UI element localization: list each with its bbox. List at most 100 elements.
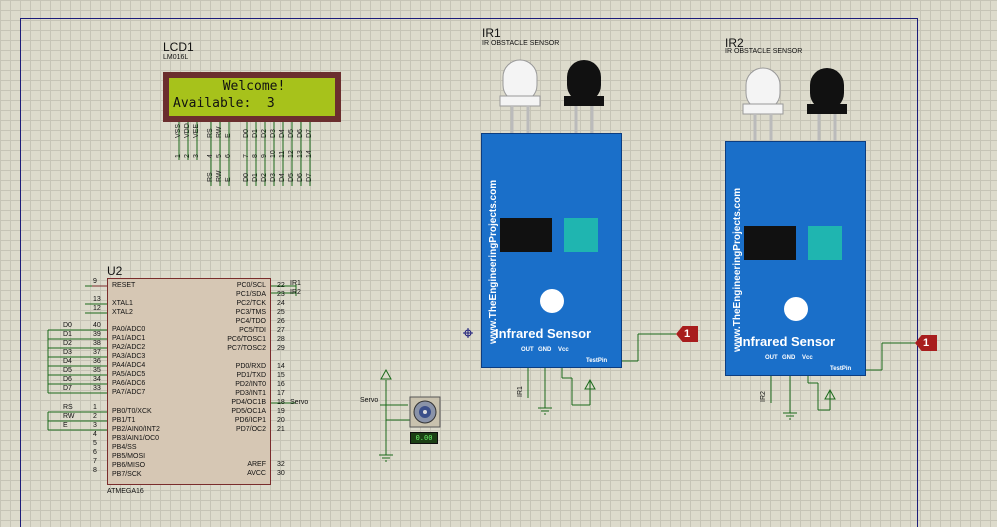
lcd-pin-number: 4 (207, 154, 214, 158)
mcu-pin-name: AREF (247, 461, 266, 468)
mcu-pin-name: PA3/ADC3 (112, 353, 146, 360)
ir2-type: IR OBSTACLE SENSOR (725, 48, 803, 55)
lcd-pin-label: D3 (270, 129, 277, 138)
mcu-net-label: RW (63, 413, 75, 420)
lcd-net-label: D1 (252, 173, 259, 182)
mcu-net-label: IR2 (290, 289, 301, 296)
mcu-pin-name: PC5/TDI (239, 327, 266, 334)
lcd-net-label: RS (207, 172, 214, 182)
mcu-pin-name: XTAL1 (112, 300, 133, 307)
mcu-pin-number: 23 (277, 291, 285, 298)
ir1-pin-gnd: GND (538, 347, 552, 353)
lcd-display[interactable]: Welcome! Available: 3 (163, 72, 341, 122)
mcu-pin-number: 28 (277, 336, 285, 343)
lcd-pin-label: VDD (184, 123, 191, 138)
mcu-pin-name: PC7/TOSC2 (227, 345, 266, 352)
lcd-pin-number: 2 (184, 154, 191, 158)
ir1-pin-vcc: Vcc (558, 347, 569, 353)
ir2-ic (744, 226, 796, 260)
mcu-pin-name: PB0/T0/XCK (112, 408, 152, 415)
mcu-net-label: D0 (63, 322, 72, 329)
mcu-pin-number: 39 (93, 331, 101, 338)
mcu-pin-number: 7 (93, 458, 97, 465)
mcu-pin-name: PD7/OC2 (236, 426, 266, 433)
ir2-website: www.TheEngineeringProjects.com (732, 187, 743, 352)
mcu-pin-name: PA5/ADC5 (112, 371, 146, 378)
atmega16-chip[interactable] (107, 278, 271, 485)
mcu-pin-number: 33 (93, 385, 101, 392)
sheet-border (20, 18, 918, 527)
mcu-net-label: D3 (63, 349, 72, 356)
mcu-pin-number: 21 (277, 426, 285, 433)
lcd-pin-number: 10 (270, 150, 277, 158)
lcd-pin-label: E (225, 133, 232, 138)
mcu-pin-number: 12 (93, 305, 101, 312)
lcd-pin-label: RW (216, 126, 223, 138)
mcu-pin-name: XTAL2 (112, 309, 133, 316)
lcd-pin-number: 3 (193, 154, 200, 158)
lcd-net-label: D3 (270, 173, 277, 182)
ir2-net: IR2 (759, 391, 767, 402)
lcd-net-label: D0 (243, 173, 250, 182)
ir1-testpin-probe[interactable]: 1 (676, 326, 698, 342)
servo-label: Servo (360, 397, 379, 404)
ir1-led (540, 289, 564, 313)
mcu-pin-name: PA6/ADC6 (112, 380, 146, 387)
mcu-pin-name: PC3/TMS (235, 309, 266, 316)
ir1-website: www.TheEngineeringProjects.com (488, 179, 499, 344)
ir1-board[interactable]: www.TheEngineeringProjects.com Infrared … (481, 133, 622, 368)
mcu-pin-name: PC1/SDA (236, 291, 266, 298)
mcu-net-label: RS (63, 404, 73, 411)
mcu-pin-name: PD4/OC1B (231, 399, 266, 406)
mcu-pin-name: PC4/TDO (235, 318, 266, 325)
lcd-pin-label: D6 (297, 129, 304, 138)
mcu-part: ATMEGA16 (107, 488, 144, 495)
mcu-pin-number: 19 (277, 408, 285, 415)
lcd-pin-label: D4 (279, 129, 286, 138)
lcd-pin-label: D0 (243, 129, 250, 138)
mcu-pin-number: 3 (93, 422, 97, 429)
mcu-net-label: E (63, 422, 68, 429)
mcu-pin-name: AVCC (247, 470, 266, 477)
ir2-ref: IR2 (725, 36, 744, 50)
ir2-potentiometer (808, 226, 842, 260)
mcu-ref: U2 (107, 264, 123, 278)
mcu-pin-number: 4 (93, 431, 97, 438)
mcu-pin-name: PA4/ADC4 (112, 362, 146, 369)
mcu-pin-number: 9 (93, 278, 97, 285)
ir2-title: Infrared Sensor (739, 334, 836, 349)
mcu-net-label: D7 (63, 385, 72, 392)
mcu-pin-name: PA2/ADC2 (112, 344, 146, 351)
mcu-pin-name: PD1/TXD (236, 372, 266, 379)
ir2-testpin: TestPin (830, 366, 852, 372)
mcu-pin-number: 30 (277, 470, 285, 477)
lcd-pin-label: VEE (193, 123, 200, 138)
ir1-ref: IR1 (482, 26, 501, 40)
lcd-ref: LCD1 (163, 40, 194, 54)
lcd-pin-number: 13 (297, 150, 304, 158)
lcd-pin-number: 12 (288, 150, 295, 158)
mcu-net-label: Servo (290, 399, 309, 406)
mcu-pin-number: 40 (93, 322, 101, 329)
mcu-pin-number: 32 (277, 461, 285, 468)
lcd-net-label: E (225, 177, 232, 182)
lcd-pin-label: VSS (175, 123, 182, 138)
mcu-pin-number: 15 (277, 372, 285, 379)
mcu-pin-name: PB7/SCK (112, 471, 142, 478)
ir1-title: Infrared Sensor (495, 326, 592, 341)
ir1-ic (500, 218, 552, 252)
mcu-pin-number: 27 (277, 327, 285, 334)
lcd-pin-label: D2 (261, 129, 268, 138)
mcu-pin-number: 38 (93, 340, 101, 347)
servo-readout: 0.00 (410, 432, 438, 444)
mcu-pin-name: PA1/ADC1 (112, 335, 146, 342)
ir2-testpin-probe[interactable]: 1 (915, 335, 937, 351)
mcu-pin-name: PB3/AIN1/OC0 (112, 435, 160, 442)
lcd-pin-number: 9 (261, 154, 268, 158)
mcu-pin-number: 37 (93, 349, 101, 356)
mcu-pin-number: 1 (93, 404, 97, 411)
mcu-pin-number: 26 (277, 318, 285, 325)
mcu-pin-number: 6 (93, 449, 97, 456)
ir2-board[interactable]: www.TheEngineeringProjects.com Infrared … (725, 141, 866, 376)
